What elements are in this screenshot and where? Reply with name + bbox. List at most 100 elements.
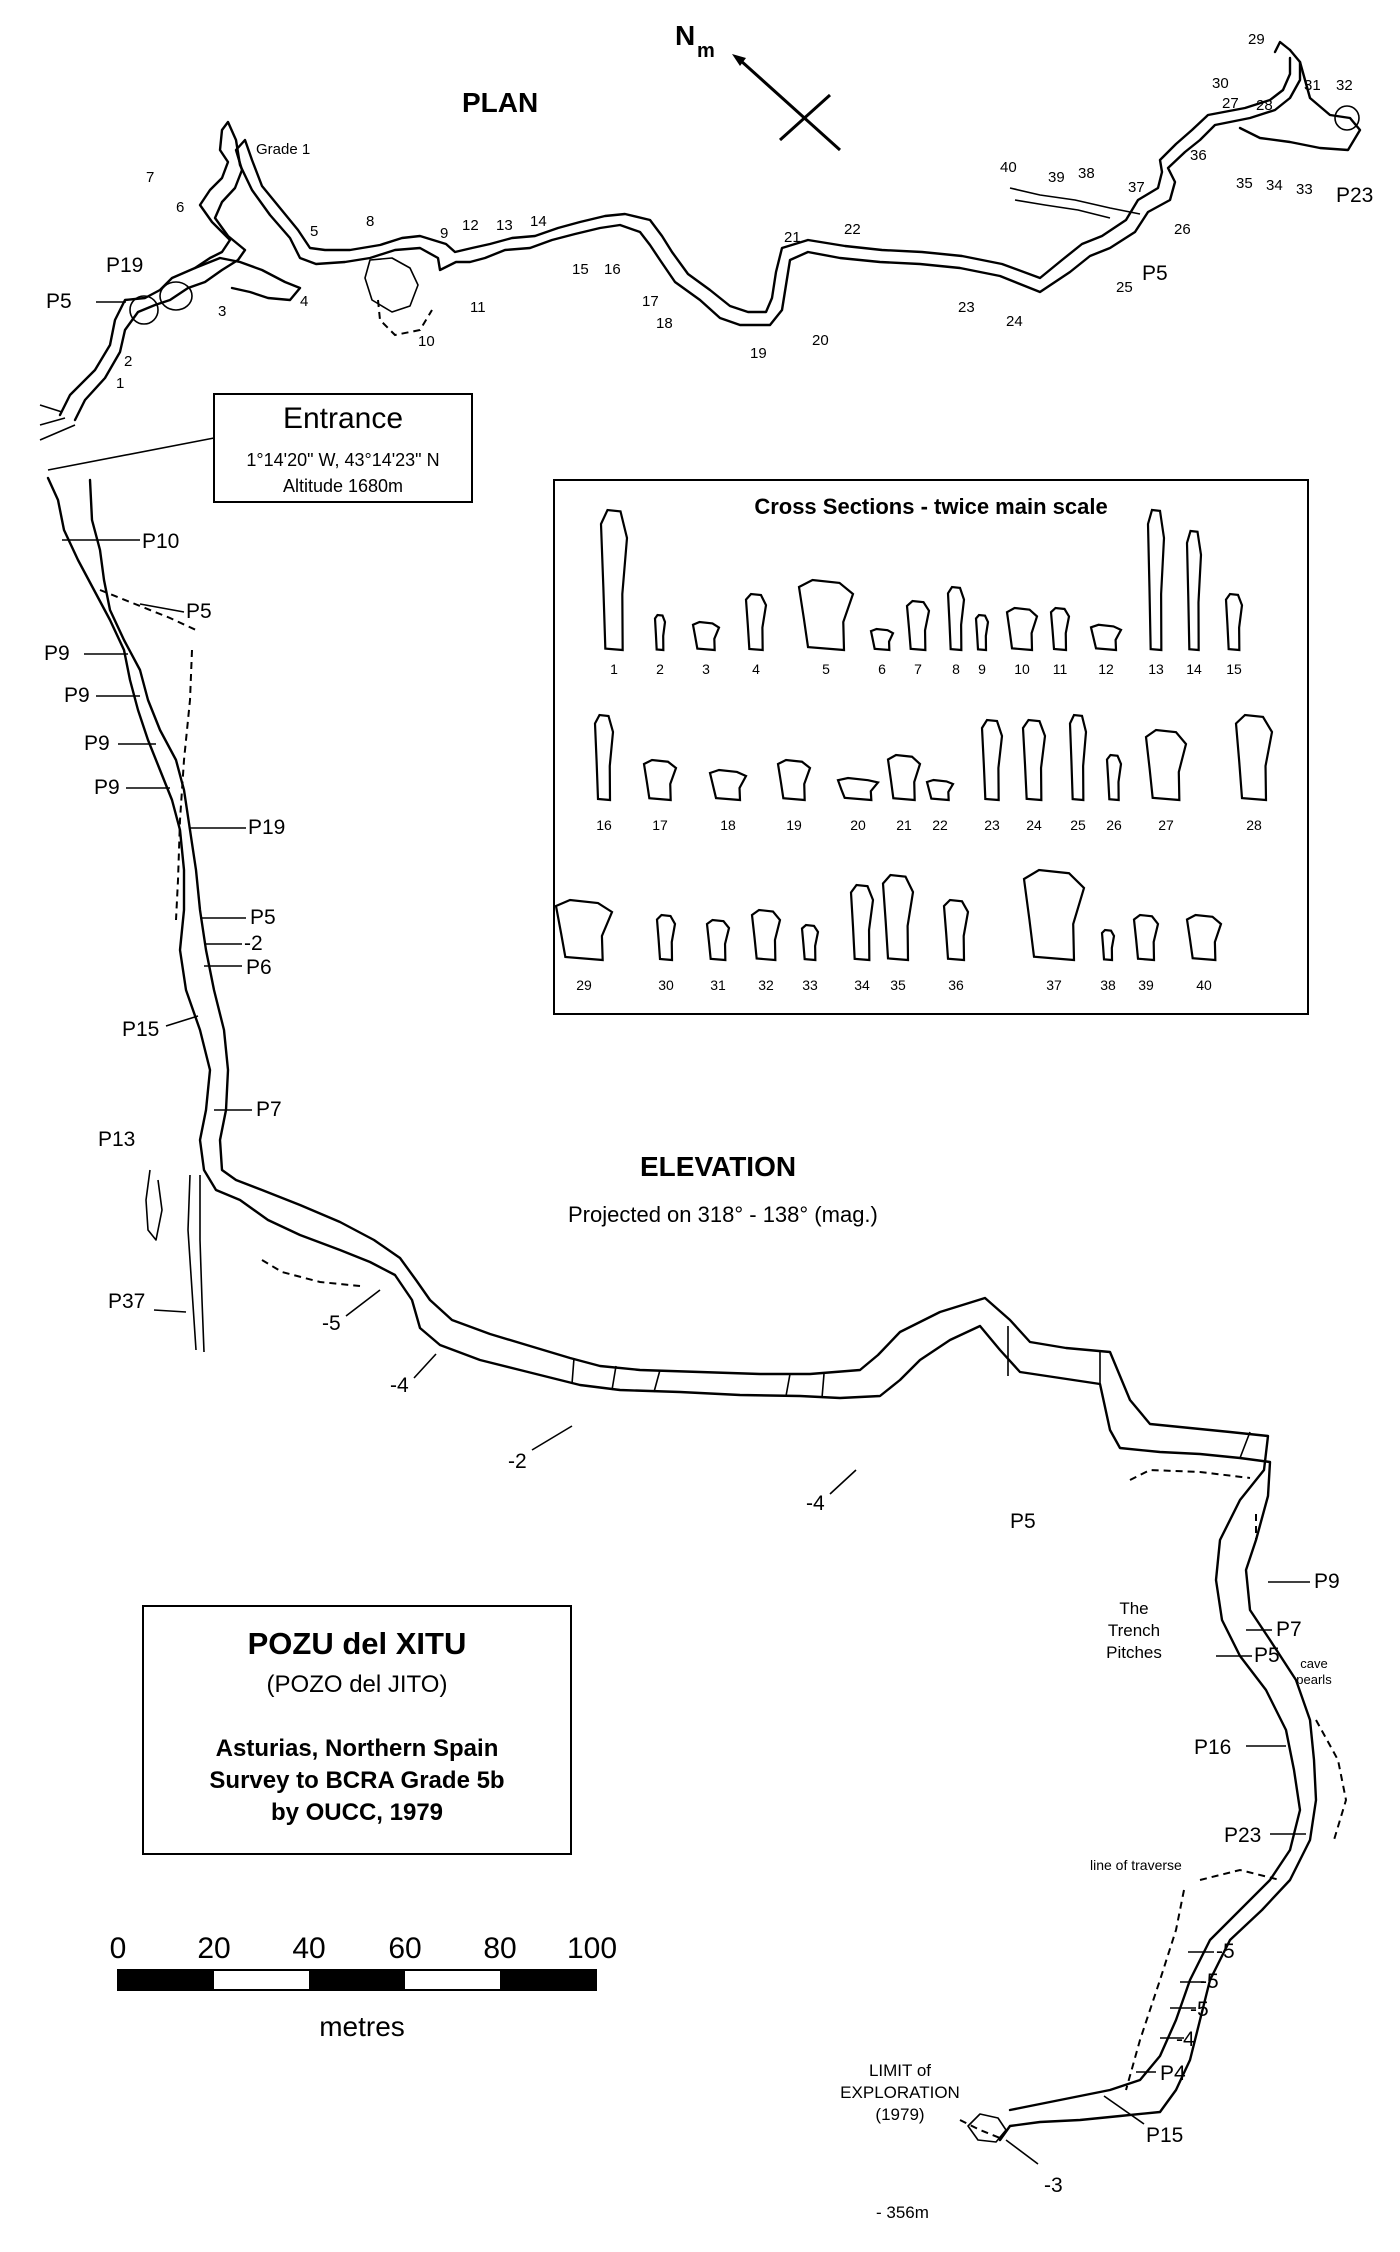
cross-sections-title: Cross Sections - twice main scale <box>754 494 1107 519</box>
pitch-label: P6 <box>246 956 272 979</box>
cross-section-label: 2 <box>656 661 664 677</box>
scale-tick-label: 40 <box>292 1932 325 1965</box>
plan-station-label: 19 <box>750 345 767 362</box>
step-label: -4 <box>1176 2028 1195 2051</box>
depth-label: - 356m <box>876 2203 929 2222</box>
scale-unit: metres <box>319 2011 405 2042</box>
cross-section-outline <box>599 508 629 652</box>
grade-text: Survey to BCRA Grade 5b <box>209 1767 504 1794</box>
plan-pitch-label: P19 <box>106 254 143 277</box>
step-label: -4 <box>806 1492 825 1515</box>
plan-station-label: 9 <box>440 225 448 242</box>
cross-section-outline <box>776 758 812 802</box>
traverse-note: line of traverse <box>1090 1857 1182 1873</box>
scale-tick-label: 20 <box>197 1932 230 1965</box>
cross-section-label: 8 <box>952 661 960 677</box>
cross-section-outline <box>653 613 667 652</box>
plan-station-labels: 1 2 3 4 5 6 7 8 9 10 11 12 13 14 15 16 1… <box>46 31 1373 392</box>
plan-station-label: 36 <box>1190 147 1207 164</box>
cross-section-label: 13 <box>1148 661 1164 677</box>
upper-pitch-labels: P10 P5 P9 P9 P9 P9 P19 P5 -2 P6 P15 P7 P… <box>44 530 285 1313</box>
cross-section-label: 1 <box>610 661 618 677</box>
pitch-label: P5 <box>1254 1644 1280 1667</box>
plan-station-label: 26 <box>1174 221 1191 238</box>
cross-section-outline <box>1105 753 1123 802</box>
step-label: -5 <box>322 1312 341 1335</box>
cross-section-label: 7 <box>914 661 922 677</box>
pitch-label: P9 <box>94 776 120 799</box>
cross-section-outline <box>1144 728 1188 802</box>
plan-station-label: 6 <box>176 199 184 216</box>
pitch-label: P13 <box>98 1128 135 1151</box>
cross-section-outline <box>1100 928 1116 962</box>
plan-station-label: 18 <box>656 315 673 332</box>
plan-station-label: 4 <box>300 293 308 310</box>
plan-station-label: 2 <box>124 353 132 370</box>
pitch-label: P9 <box>44 642 70 665</box>
cross-section-outline <box>1185 529 1203 652</box>
cross-section-label: 19 <box>786 817 802 833</box>
entrance-title: Entrance <box>283 402 403 435</box>
cross-section-label: 37 <box>1046 977 1062 993</box>
step-label: -4 <box>390 1374 409 1397</box>
cross-section-label: 15 <box>1226 661 1242 677</box>
cave-pearls-note: pearls <box>1296 1672 1332 1687</box>
cross-section-outline <box>1185 913 1223 962</box>
trench-note-line: Pitches <box>1106 1643 1162 1662</box>
cross-section-outline <box>1132 913 1160 962</box>
plan-station-label: 22 <box>844 221 861 238</box>
plan-station-label: 5 <box>310 223 318 240</box>
plan-station-label: 12 <box>462 217 479 234</box>
trench-note-line: The <box>1119 1599 1148 1618</box>
pitch-label: P7 <box>1276 1618 1302 1641</box>
cross-section-outline <box>642 758 678 802</box>
cross-section-label: 4 <box>752 661 760 677</box>
cross-section-outline <box>1146 508 1166 652</box>
cross-section-label: 12 <box>1098 661 1114 677</box>
pitch-label: P9 <box>1314 1570 1340 1593</box>
pitch-label: P23 <box>1224 1824 1261 1847</box>
cross-section-outline <box>1021 718 1047 802</box>
cross-section-outline <box>886 753 922 802</box>
step-label: -5 <box>1200 1970 1219 1993</box>
cross-section-outline <box>869 627 895 652</box>
plan-station-label: 30 <box>1212 75 1229 92</box>
plan-station-label: 32 <box>1336 77 1353 94</box>
cross-section-outline <box>946 585 966 652</box>
pitch-label: P15 <box>122 1018 159 1041</box>
cross-section-label: 29 <box>576 977 592 993</box>
cross-section-outline <box>1049 606 1071 652</box>
cross-section-outline <box>1234 713 1274 802</box>
scale-tick-label: 80 <box>483 1932 516 1965</box>
cross-section-outline <box>1224 592 1244 652</box>
plan-station-label: 24 <box>1006 313 1023 330</box>
plan-station-label: 37 <box>1128 179 1145 196</box>
limit-note-line: (1979) <box>875 2105 924 2124</box>
cross-section-label: 40 <box>1196 977 1212 993</box>
cross-section-outline <box>942 898 970 962</box>
plan-station-label: 20 <box>812 332 829 349</box>
pitch-label: -2 <box>244 932 263 955</box>
step-label: P5 <box>1010 1510 1036 1533</box>
cross-section-label: 39 <box>1138 977 1154 993</box>
plan-station-label: 27 <box>1222 95 1239 112</box>
cross-section-label: 32 <box>758 977 774 993</box>
cross-section-label: 16 <box>596 817 612 833</box>
pitch-label: P10 <box>142 530 179 553</box>
plan-station-label: 29 <box>1248 31 1265 48</box>
entrance-coords: 1°14'20" W, 43°14'23" N <box>246 450 439 470</box>
pitch-label: P9 <box>84 732 110 755</box>
plan-station-label: 25 <box>1116 279 1133 296</box>
limit-note-line: LIMIT of <box>869 2061 931 2080</box>
cross-section-label: 24 <box>1026 817 1042 833</box>
plan-station-label: 34 <box>1266 177 1283 194</box>
scale-tick-label: 60 <box>388 1932 421 1965</box>
pitch-label: P15 <box>1146 2124 1183 2147</box>
cross-section-label: 9 <box>978 661 986 677</box>
cross-section-label: 5 <box>822 661 830 677</box>
plan-station-label: 11 <box>470 299 486 316</box>
cross-section-outline <box>974 613 990 652</box>
cross-section-outline <box>800 923 820 962</box>
pitch-label: P7 <box>256 1098 282 1121</box>
